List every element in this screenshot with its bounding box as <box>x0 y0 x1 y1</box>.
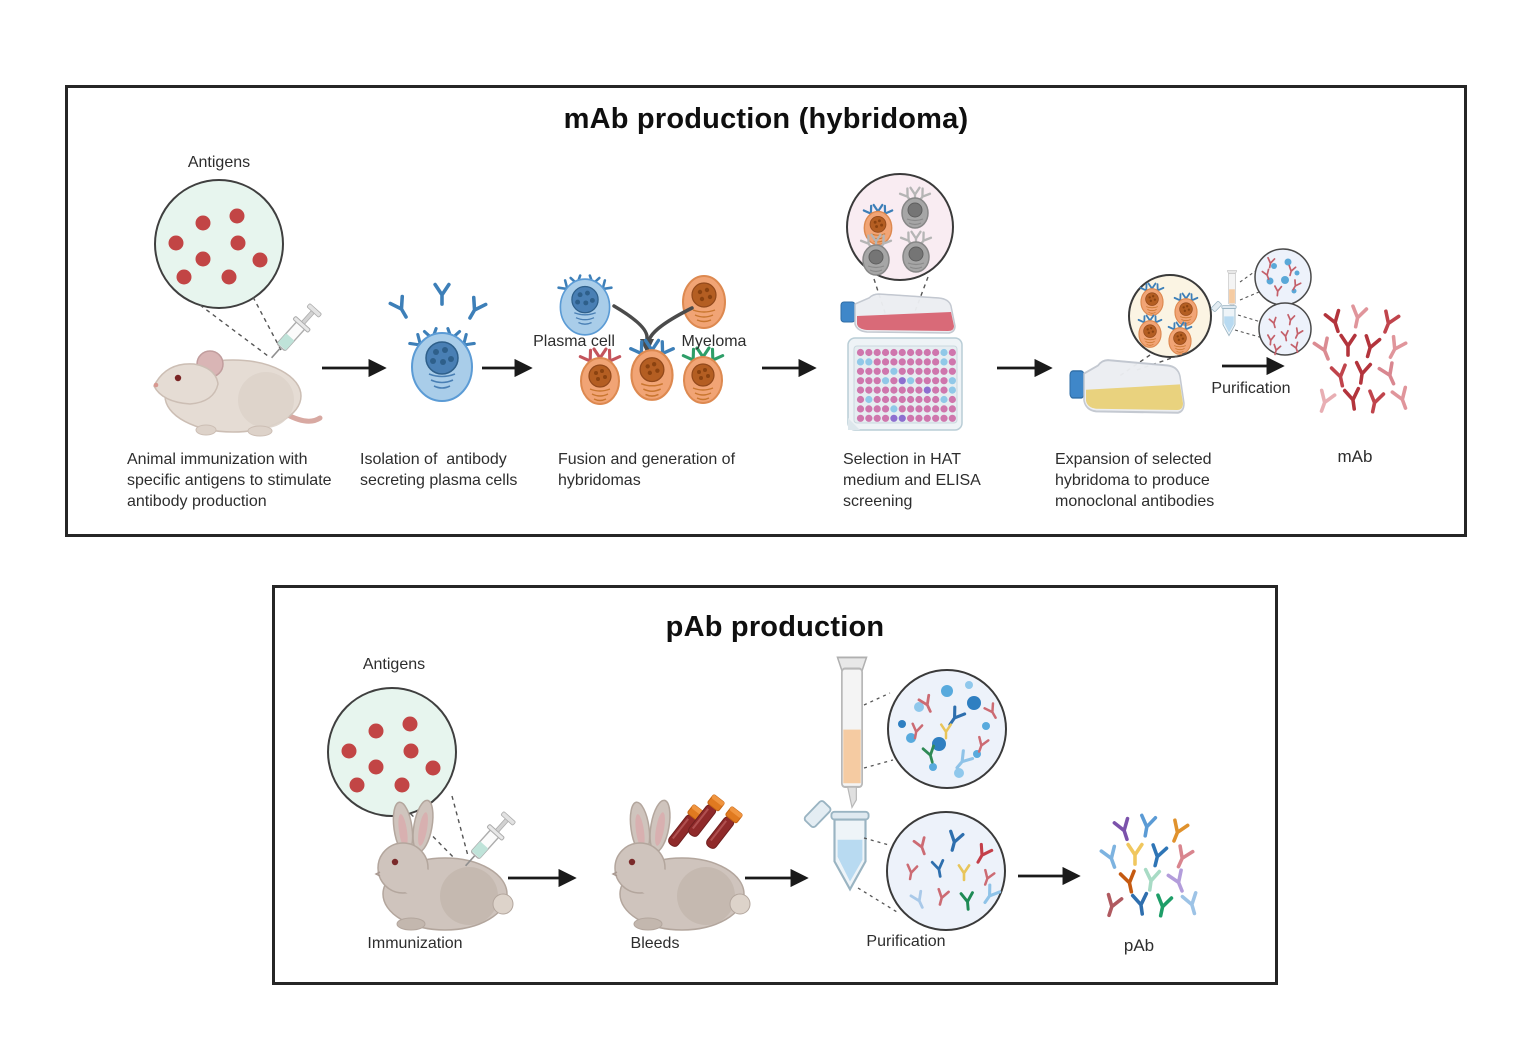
purification-column-mab <box>1210 270 1238 337</box>
magnifier-circle-hat <box>846 173 954 281</box>
serum-circle <box>887 669 1007 789</box>
caption-step1-mab: Animal immunization with specific antige… <box>127 451 336 511</box>
elisa-plate <box>847 337 963 431</box>
mab-title: mAb production (hybridoma) <box>563 103 969 135</box>
caption-step5-mab: Expansion of selected hybridoma to produ… <box>1055 451 1216 511</box>
mab-antibodies <box>1312 304 1414 416</box>
caption-immunization: Immunization <box>367 935 463 952</box>
serum-mini-circle <box>1254 248 1312 306</box>
caption-step2-mab: Isolation of antibody secreting plasma c… <box>360 451 518 490</box>
pab-antibodies <box>1099 813 1203 920</box>
fusion-arrows <box>612 304 694 354</box>
plasma-cell-label: Plasma cell <box>533 333 615 350</box>
pab-title: pAb production <box>665 611 885 643</box>
antigens-label-mab: Antigens <box>187 154 251 171</box>
mouse-illustration <box>154 351 320 436</box>
rabbit-immunization <box>375 798 514 931</box>
culture-flask-expansion <box>1068 359 1186 414</box>
plasma-cell-fusion <box>559 276 612 335</box>
caption-purification-pab: Purification <box>866 933 946 950</box>
antigen-circle-pab <box>327 687 457 817</box>
myeloma-cell <box>682 275 726 329</box>
purified-circle <box>886 811 1006 931</box>
myeloma-label: Myeloma <box>681 333 747 350</box>
blood-tubes <box>664 793 744 853</box>
magnify-dashed-lines-pab <box>404 795 469 863</box>
antigens-label-pab: Antigens <box>362 656 426 673</box>
syringe-icon-pab <box>457 809 518 874</box>
magnify-dashed-lines-purification-mab <box>1234 269 1264 339</box>
antigen-circle-mab <box>154 179 284 309</box>
culture-flask-hat <box>840 293 956 334</box>
caption-bleeds: Bleeds <box>630 935 680 952</box>
magnify-dashed-lines-purification-pab <box>857 692 898 913</box>
pab-result-label: pAb <box>1123 936 1155 955</box>
magnify-dashed-lines-mab <box>199 296 282 357</box>
mab-result-label: mAb <box>1337 447 1373 466</box>
purification-label-mab: Purification <box>1211 380 1291 397</box>
syringe-icon-mab <box>263 301 324 366</box>
plasma-cell-isolated <box>388 282 488 401</box>
purification-column-pab <box>802 656 870 891</box>
magnifier-circle-expansion <box>1128 274 1212 358</box>
caption-step3-mab: Fusion and generation of hybridomas <box>558 451 740 490</box>
caption-step4-mab: Selection in HAT medium and ELISA screen… <box>843 451 985 511</box>
purified-mini-circle <box>1258 302 1312 357</box>
